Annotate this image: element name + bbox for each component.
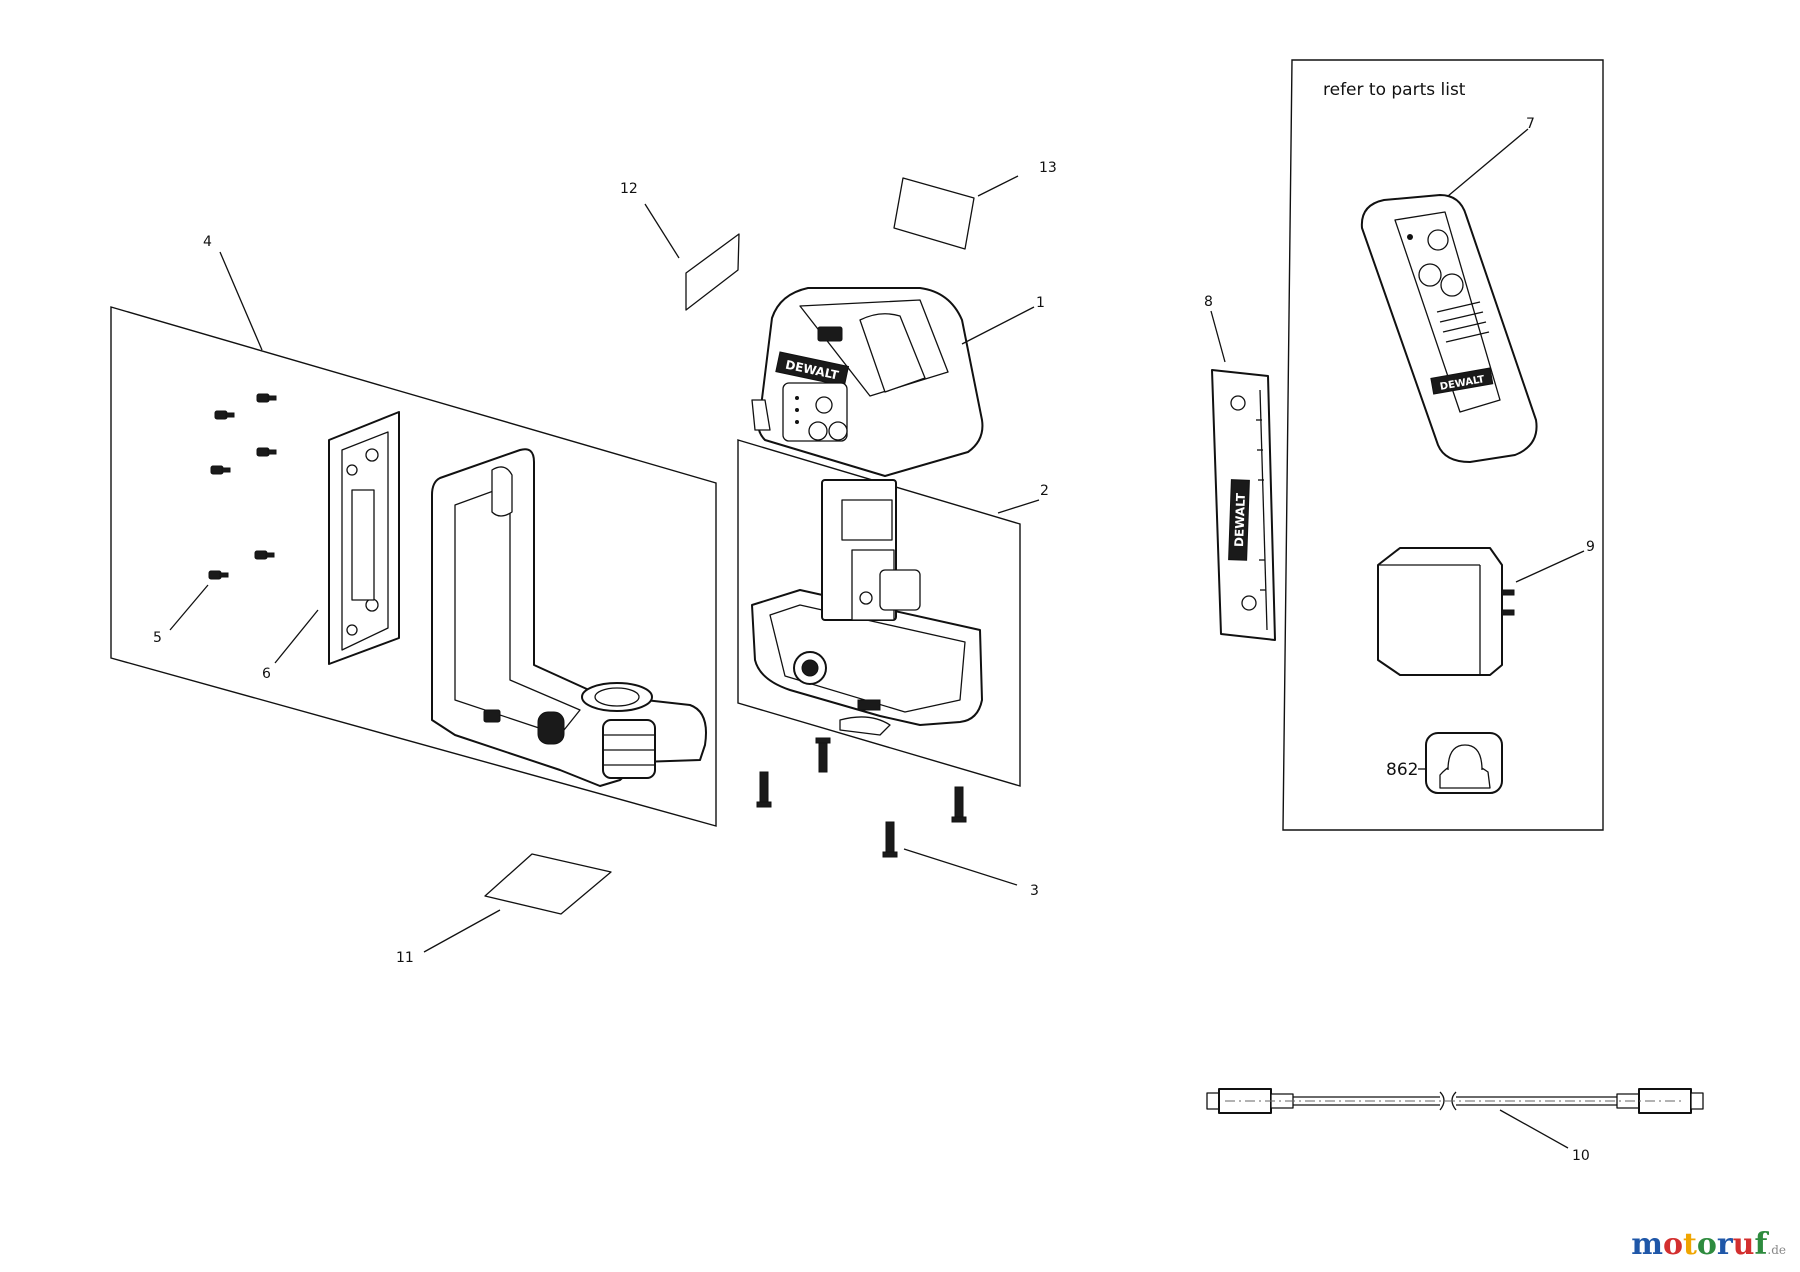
callout-10: 10 <box>1572 1148 1590 1164</box>
watermark-suffix: .de <box>1767 1243 1786 1257</box>
watermark-logo: motoruf.de <box>1631 1227 1786 1262</box>
callout-8: 8 <box>1204 294 1213 310</box>
svg-text:DEWALT: DEWALT <box>1232 492 1248 547</box>
target-card-8: DEWALT <box>1211 369 1276 641</box>
wall-bracket <box>431 448 707 787</box>
usb-cable-10 <box>1206 1088 1704 1114</box>
bracket-panel <box>110 306 717 827</box>
watermark-name: motoruf <box>1631 1227 1768 1262</box>
callout-3: 3 <box>1030 883 1039 899</box>
callout-5: 5 <box>153 630 162 646</box>
callout-13: 13 <box>1039 160 1057 176</box>
screw-set-5 <box>208 393 277 580</box>
laser-chassis-2 <box>751 479 983 736</box>
callout-862: 862 <box>1386 760 1418 780</box>
callout-11: 11 <box>396 950 414 966</box>
callout-1: 1 <box>1036 295 1045 311</box>
laser-housing-1: DEWALT <box>751 287 984 477</box>
callout-6: 6 <box>262 666 271 682</box>
callout-7: 7 <box>1526 116 1535 132</box>
label-12-sticker <box>685 233 740 311</box>
callout-9: 9 <box>1586 539 1595 555</box>
callout-numbers: 13 12 4 1 8 7 2 9 5 6 862 3 11 10 <box>153 116 1595 1164</box>
callout-12: 12 <box>620 181 638 197</box>
leader-lines <box>169 128 1585 1149</box>
accessory-frame <box>1282 59 1604 831</box>
refer-note: refer to parts list <box>1323 80 1466 100</box>
chassis-panel <box>737 439 1021 787</box>
callout-4: 4 <box>203 234 212 250</box>
screw-set-3 <box>756 737 967 858</box>
label-11-sticker <box>484 853 612 915</box>
charger-9 <box>1377 547 1515 676</box>
remote-control-7: DEWALT <box>1360 194 1538 463</box>
label-13-sticker <box>893 177 975 250</box>
mounting-plate-6 <box>328 411 400 665</box>
callout-2: 2 <box>1040 483 1049 499</box>
carry-bag-862 <box>1425 732 1503 794</box>
